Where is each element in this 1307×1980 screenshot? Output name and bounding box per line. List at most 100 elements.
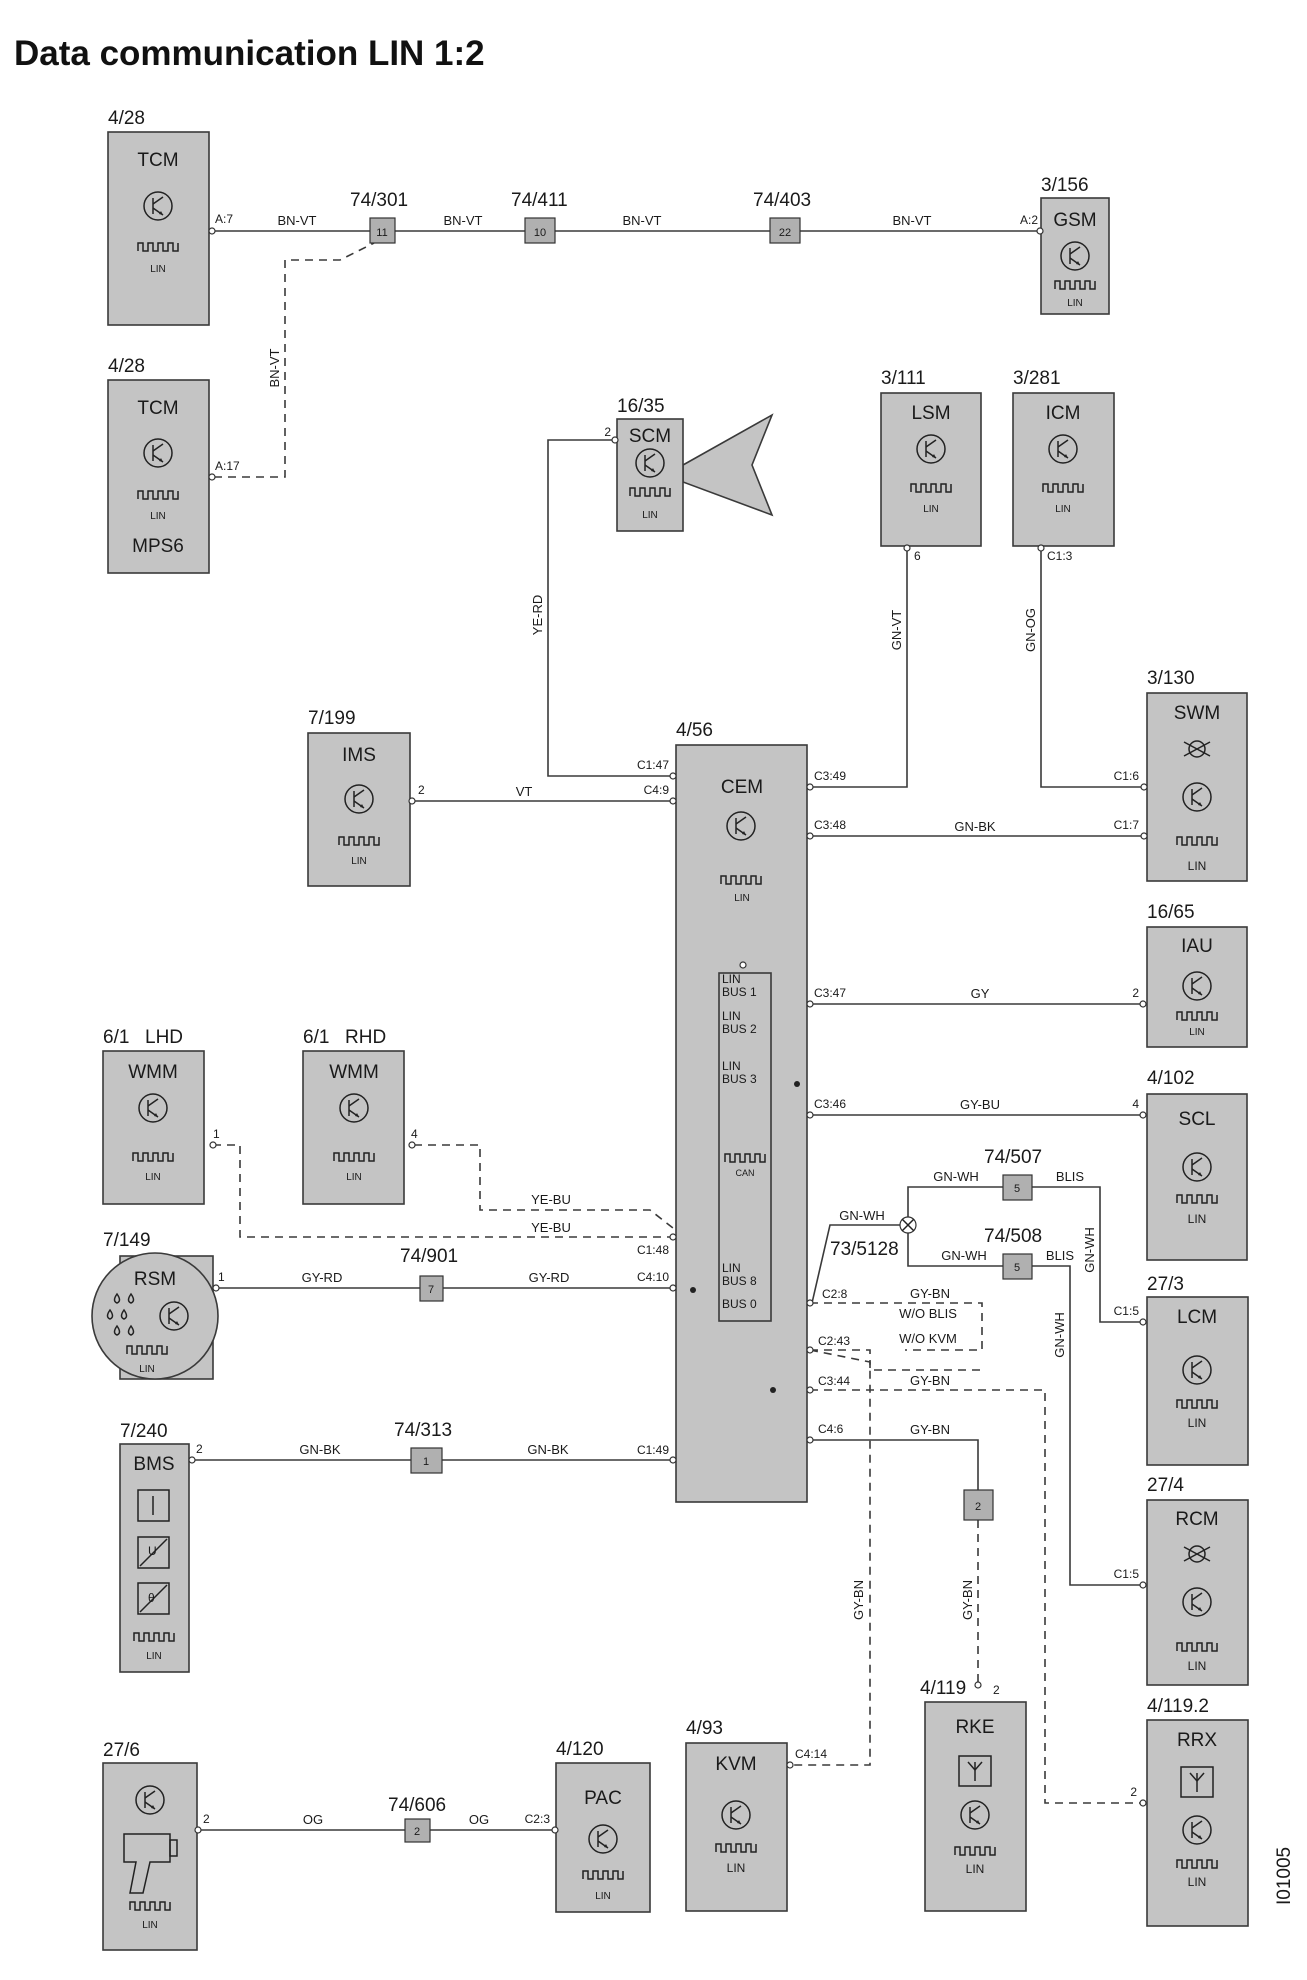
cem-can: CAN (735, 1168, 754, 1178)
splice-508-ref: 74/508 (984, 1226, 1042, 1247)
splice-313-ref: 74/313 (394, 1420, 452, 1441)
wire-gybu: GY-BU (960, 1097, 1000, 1112)
pin-ims: 2 (418, 783, 425, 797)
pin-tcm1: A:7 (215, 212, 233, 226)
tcm1-ref: 4/28 (108, 108, 145, 129)
bms-sub: LIN (146, 1651, 162, 1662)
lsm-sub: LIN (923, 504, 939, 515)
lcm-sub: LIN (1188, 1416, 1207, 1430)
wire-bnvt-2: BN-VT (444, 213, 483, 228)
remote-start-module (102, 1762, 198, 1951)
wire-blis-2: BLIS (1046, 1248, 1075, 1263)
tcm-module-mps6 (107, 379, 210, 574)
rke-sub: LIN (966, 1862, 985, 1876)
swm-module (1146, 692, 1248, 882)
splice-507-ref: 74/507 (984, 1147, 1042, 1168)
gsm-module (1040, 197, 1110, 315)
svg-text:U: U (148, 1544, 157, 1558)
c276-sub: LIN (142, 1920, 158, 1931)
cem-bus1-a: LIN (722, 972, 741, 986)
cem-lin-bus-block (718, 972, 772, 1322)
wire-gybn-1: GY-BN (910, 1286, 950, 1301)
pin-lsm: 6 (914, 549, 921, 563)
cem-module (675, 744, 808, 1503)
pin-rke: 2 (993, 1683, 1000, 1697)
ground-point-icon (899, 1216, 917, 1234)
wire-wo-kvm: W/O KVM (899, 1331, 957, 1346)
wire-gnwh-v2: GN-WH (1052, 1312, 1067, 1358)
wire-bnvt-3: BN-VT (623, 213, 662, 228)
pin-c147: C1:47 (637, 758, 669, 772)
wire-vt: VT (516, 784, 533, 799)
cem-sub: LIN (734, 893, 750, 904)
cem-bus3-b: BUS 3 (722, 1072, 757, 1086)
wire-gnwh-2: GN-WH (933, 1169, 979, 1184)
scm-name: SCM (629, 426, 671, 447)
cem-bus-labels: LIN BUS 1 LIN BUS 2 LIN BUS 3 CAN LIN BU… (722, 972, 757, 1311)
ims-sub: LIN (351, 856, 367, 867)
cem-bus3-a: LIN (722, 1059, 741, 1073)
pin-c149: C1:49 (637, 1443, 669, 1457)
splice-508-num: 5 (1014, 1262, 1020, 1274)
tcm2-sub: LIN (150, 511, 166, 522)
rcm-module (1146, 1499, 1249, 1686)
component-labels: 4/28 TCM LIN 4/28 TCM LIN MPS6 3/156 GSM… (103, 108, 1220, 1931)
ground-ref: 73/5128 (830, 1239, 899, 1260)
kvm-sub: LIN (727, 1861, 746, 1875)
cem-bus2-b: BUS 2 (722, 1022, 757, 1036)
svg-text:θ: θ (148, 1591, 155, 1605)
wire-yerd: YE-RD (530, 595, 545, 635)
wire-gy: GY (971, 986, 990, 1001)
tcm2-name: TCM (137, 398, 178, 419)
cem-name: CEM (721, 777, 763, 798)
pin-c349: C3:49 (814, 769, 846, 783)
wmm-rhd-name: WMM (329, 1062, 379, 1083)
lcm-module (1146, 1296, 1249, 1466)
rsm-sub: LIN (139, 1364, 155, 1375)
swm-ref: 3/130 (1147, 668, 1195, 689)
cem-bus0: BUS 0 (722, 1297, 757, 1311)
figure-id: I01005 (1274, 1847, 1295, 1905)
pin-c348: C3:48 (814, 818, 846, 832)
iau-sub: LIN (1189, 1027, 1205, 1038)
wmm-rhd-module (302, 1050, 405, 1205)
wire-og-1: OG (303, 1812, 323, 1827)
wire-gyrd-1: GY-RD (302, 1270, 343, 1285)
wire-gyrd-2: GY-RD (529, 1270, 570, 1285)
scl-ref: 4/102 (1147, 1068, 1195, 1089)
pin-iau: 2 (1132, 986, 1139, 1000)
pin-c346: C3:46 (814, 1097, 846, 1111)
wire-bnvt-4: BN-VT (893, 213, 932, 228)
pin-c344: C3:44 (818, 1374, 850, 1388)
pin-c243: C2:43 (818, 1334, 850, 1348)
icm-name: ICM (1046, 403, 1081, 424)
splice-2-num: 2 (975, 1501, 981, 1513)
wire-og-2: OG (469, 1812, 489, 1827)
wmm-lhd-ref: 6/1 (103, 1027, 129, 1048)
wire-yebu-2: YE-BU (531, 1220, 571, 1235)
pac-module (555, 1762, 651, 1913)
wire-bnvt-v: BN-VT (267, 348, 282, 387)
wmm-rhd-ref: 6/1 (303, 1027, 329, 1048)
wire-gybn-v2: GY-BN (960, 1580, 975, 1620)
scl-module (1146, 1093, 1248, 1261)
lsm-name: LSM (911, 403, 950, 424)
wire-gnvt: GN-VT (889, 610, 904, 651)
splice-labels: 74/301 11 74/411 10 74/403 22 74/901 7 7… (350, 190, 1042, 1838)
lsm-module (880, 392, 982, 547)
pin-rsm: 1 (218, 1270, 225, 1284)
kvm-ref: 4/93 (686, 1718, 723, 1739)
cem-ref: 4/56 (676, 720, 713, 741)
ims-name: IMS (342, 745, 376, 766)
wire-gnwh-3: GN-WH (941, 1248, 987, 1263)
splice-901-num: 7 (428, 1284, 434, 1296)
scm-sub: LIN (642, 510, 658, 521)
pins (188, 227, 1148, 1834)
splice-301-num: 11 (376, 227, 387, 239)
page-title: Data communication LIN 1:2 (14, 34, 485, 73)
wire-gybn-v1: GY-BN (851, 1580, 866, 1620)
wire-gnbk-2: GN-BK (527, 1442, 569, 1457)
wire-bnvt-1: BN-VT (278, 213, 317, 228)
wire-yebu-1: YE-BU (531, 1192, 571, 1207)
